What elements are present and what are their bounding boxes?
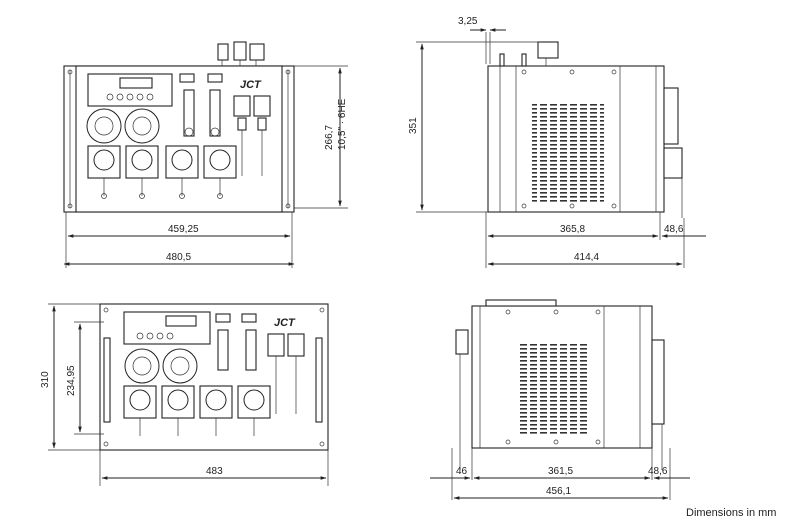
- dim-front-width-outer: 480,5: [166, 252, 191, 263]
- flow-meter: [209, 89, 221, 137]
- dim-panel-height: 310: [40, 371, 51, 388]
- vent-grille-panel: [518, 344, 590, 436]
- units-note: Dimensions in mm: [686, 507, 776, 519]
- brand-mark-bottom: JCT: [274, 317, 296, 329]
- brand-mark-top: JCT: [240, 79, 262, 91]
- flow-meter: [183, 89, 195, 137]
- dim-front-height: 266,7: [324, 125, 335, 150]
- side-panel-view: 46 361,5 48,6 456,1: [430, 299, 690, 500]
- dim-panel-height-inner: 234,95: [66, 365, 77, 396]
- dim-panel-width: 483: [206, 466, 223, 477]
- dim-panel-side-total: 456,1: [546, 486, 571, 497]
- dim-side-offset: 3,25: [458, 16, 478, 27]
- dim-side-depth-body: 365,8: [560, 224, 585, 235]
- dim-panel-side-connector: 48,6: [648, 466, 668, 477]
- peristaltic-pumps: [87, 145, 237, 199]
- dim-front-width-inner: 459,25: [168, 224, 199, 235]
- dim-side-depth-connector: 48,6: [664, 224, 684, 235]
- dim-panel-side-body: 361,5: [548, 466, 573, 477]
- side-rack-view: 3,25 351 365,8 48,6 414,4: [408, 16, 706, 268]
- top-connectors: [217, 41, 265, 66]
- controller-display: [87, 73, 173, 107]
- front-rack-view: JCT: [63, 41, 348, 268]
- dim-front-height-units: 10,5" · 6HE: [337, 98, 348, 150]
- dim-side-height: 351: [408, 117, 419, 134]
- vent-grille: [532, 104, 604, 202]
- dim-side-depth-total: 414,4: [574, 252, 599, 263]
- dim-panel-side-front: 46: [456, 466, 468, 477]
- round-pumps: [86, 108, 160, 144]
- front-panel-view: JCT 310 234,95 483: [40, 303, 329, 486]
